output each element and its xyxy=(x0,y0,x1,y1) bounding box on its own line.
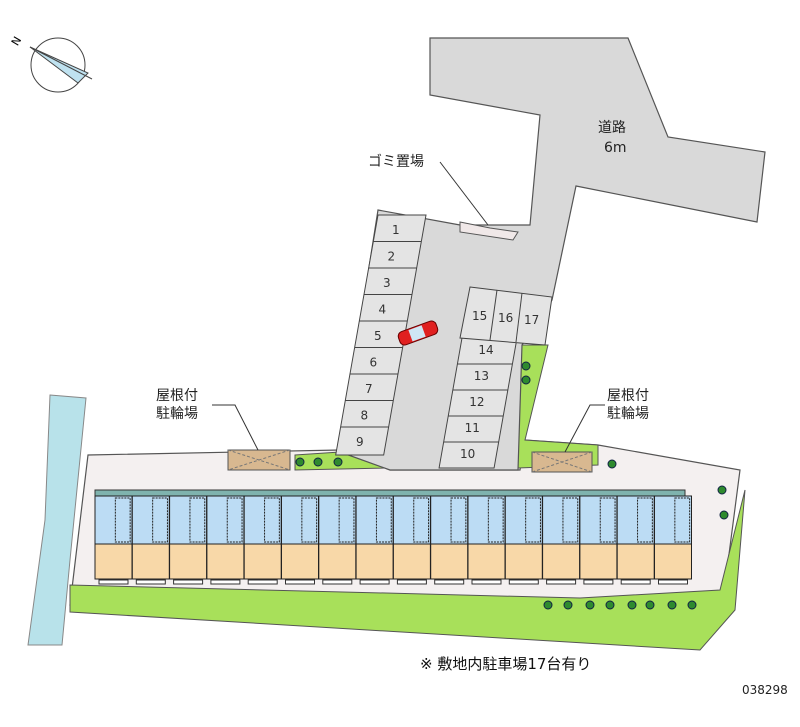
parking-note: ※ 敷地内駐車場17台有り xyxy=(420,655,592,673)
apartment-building xyxy=(94,489,692,585)
parking-space-2: 2 xyxy=(388,250,396,264)
unit-lower xyxy=(542,543,581,580)
unit-upper xyxy=(318,495,357,545)
tree-icon xyxy=(313,457,323,467)
river xyxy=(27,394,87,646)
compass-north-label: N xyxy=(9,34,24,48)
garbage-label: ゴミ置場 xyxy=(368,153,424,170)
garbage-area xyxy=(459,221,519,241)
road-label: 道路 xyxy=(598,120,626,136)
tree-icon xyxy=(563,600,573,610)
parking-space-9: 9 xyxy=(356,435,364,449)
bike-shelter-right-label-2: 駐輪場 xyxy=(607,405,649,422)
unit-upper xyxy=(131,495,170,545)
bike-leader-left xyxy=(212,404,259,451)
parking-left xyxy=(335,214,427,456)
parking-right xyxy=(438,337,518,469)
parking-space-5: 5 xyxy=(374,329,382,343)
tree-icon xyxy=(627,600,637,610)
tree-icon xyxy=(543,600,553,610)
unit-upper xyxy=(467,495,506,545)
tree-icon xyxy=(521,375,531,385)
unit-upper xyxy=(206,495,245,545)
tree-icon xyxy=(719,510,729,520)
parking-space-7: 7 xyxy=(365,382,373,396)
unit-lower xyxy=(318,543,357,580)
bike-shelter-left-label-2: 駐輪場 xyxy=(156,405,198,422)
parking-space-4: 4 xyxy=(379,303,387,317)
unit-lower xyxy=(206,543,245,580)
parking-space-16: 16 xyxy=(498,311,513,325)
tree-icon xyxy=(585,600,595,610)
unit-upper xyxy=(504,495,543,545)
unit-lower xyxy=(616,543,655,580)
unit-lower xyxy=(392,543,431,580)
compass-icon: N xyxy=(9,34,93,93)
unit-lower xyxy=(243,543,282,580)
unit-upper xyxy=(243,495,282,545)
garbage-leader xyxy=(439,161,489,226)
unit-lower xyxy=(131,543,170,580)
unit-lower xyxy=(169,543,208,580)
unit-upper xyxy=(616,495,655,545)
unit-upper xyxy=(579,495,618,545)
tree-icon xyxy=(605,600,615,610)
parking-space-11: 11 xyxy=(465,421,480,435)
parking-space-13: 13 xyxy=(474,369,489,383)
property-code: 038298 xyxy=(742,683,788,697)
unit-upper xyxy=(94,495,133,545)
parking-space-1: 1 xyxy=(392,223,400,237)
bike-shelter-left-label-1: 屋根付 xyxy=(156,388,198,404)
green-area-bottom xyxy=(69,489,746,651)
tree-icon xyxy=(295,457,305,467)
unit-lower xyxy=(504,543,543,580)
unit-lower xyxy=(654,543,692,580)
parking-space-6: 6 xyxy=(370,356,378,370)
parking-space-14: 14 xyxy=(478,343,493,357)
road-width-label: 6m xyxy=(604,140,627,156)
unit-upper xyxy=(281,495,319,545)
parking-space-8: 8 xyxy=(361,409,369,423)
tree-icon xyxy=(607,459,617,469)
parking-space-3: 3 xyxy=(383,276,391,290)
car-icon xyxy=(397,320,439,346)
unit-upper xyxy=(392,495,431,545)
parking-space-17: 17 xyxy=(524,313,539,327)
unit-lower xyxy=(281,543,319,580)
tree-icon xyxy=(333,457,343,467)
unit-upper xyxy=(169,495,208,545)
parking-space-15: 15 xyxy=(472,309,487,323)
unit-upper xyxy=(355,495,394,545)
tree-icon xyxy=(687,600,697,610)
unit-lower xyxy=(467,543,506,580)
tree-icon xyxy=(645,600,655,610)
parking-top xyxy=(459,286,553,346)
unit-lower xyxy=(579,543,618,580)
unit-upper xyxy=(542,495,581,545)
road xyxy=(339,37,766,471)
parking-space-12: 12 xyxy=(469,395,484,409)
unit-upper xyxy=(654,495,692,545)
bike-leader-right xyxy=(564,404,605,453)
tree-icon xyxy=(717,485,727,495)
unit-lower xyxy=(430,543,469,580)
green-area-right xyxy=(517,344,599,469)
parking-space-10: 10 xyxy=(460,447,475,461)
tree-icon xyxy=(667,600,677,610)
unit-upper xyxy=(430,495,469,545)
unit-lower xyxy=(94,543,133,580)
tree-icon xyxy=(521,361,531,371)
unit-lower xyxy=(355,543,394,580)
bike-shelter-right-label-1: 屋根付 xyxy=(607,388,649,404)
